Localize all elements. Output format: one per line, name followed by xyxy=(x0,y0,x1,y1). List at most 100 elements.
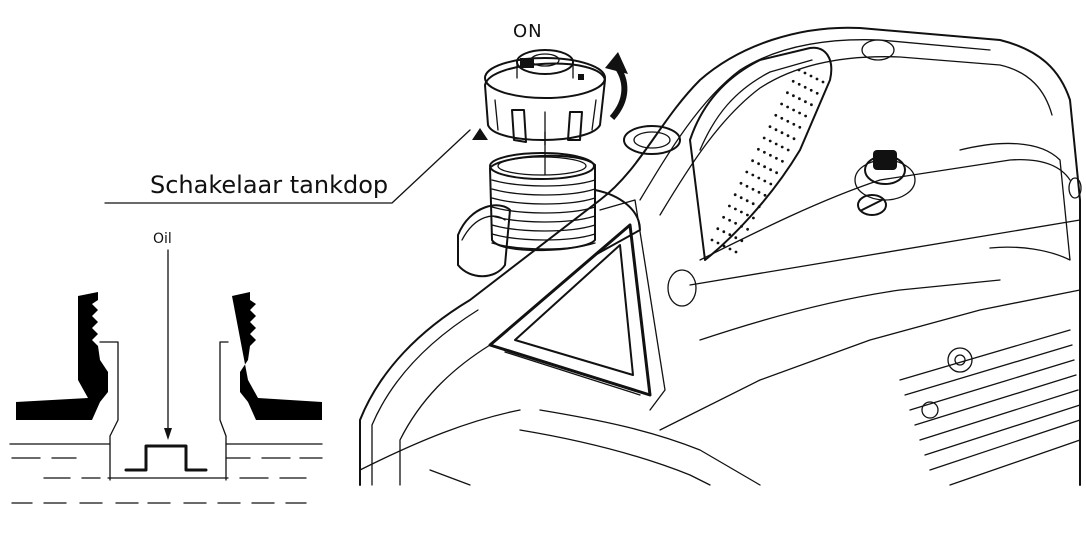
grip-dot xyxy=(804,100,807,104)
oil-cross-section: Oil xyxy=(9,231,323,504)
grip-dot xyxy=(786,105,789,109)
grip-dot xyxy=(804,114,807,118)
fuel-filler-neck xyxy=(457,125,681,278)
grip-dot xyxy=(780,102,783,106)
grip-dot xyxy=(757,205,761,209)
grip-dot xyxy=(763,165,766,169)
grip-dot xyxy=(740,239,744,243)
grip-dot xyxy=(768,139,772,143)
grip-dot xyxy=(733,193,737,197)
position-marker-icon xyxy=(472,128,488,140)
grip-dot xyxy=(757,176,761,180)
grip-dot xyxy=(781,159,784,163)
grip-dot xyxy=(768,125,772,129)
grip-dot xyxy=(798,97,801,101)
grip-dot xyxy=(745,170,749,174)
grip-dot xyxy=(769,153,772,157)
grip-dot xyxy=(751,187,755,191)
right-wall xyxy=(232,292,322,420)
grip-dot xyxy=(797,68,801,72)
grip-dot xyxy=(780,116,784,120)
grip-dot xyxy=(734,236,738,240)
screw-head xyxy=(857,194,887,216)
grip-dot xyxy=(809,74,813,78)
cooling-fins xyxy=(899,329,1081,486)
grip-dot xyxy=(740,224,743,228)
grip-dot xyxy=(792,108,795,112)
grip-dot xyxy=(786,148,790,152)
switch-label: Schakelaar tankdop xyxy=(150,171,388,199)
left-wall xyxy=(16,292,108,420)
on-label: ON xyxy=(513,21,543,42)
grip-dot xyxy=(751,202,755,206)
grip-dot xyxy=(757,162,760,166)
grip-dot xyxy=(751,159,754,163)
grip-dot xyxy=(722,215,725,219)
grip-dot xyxy=(769,182,773,186)
grip-dot xyxy=(746,213,749,217)
grip-dot xyxy=(797,82,801,86)
grip-dot xyxy=(786,119,790,123)
level-gauge xyxy=(124,444,208,472)
filler-threads xyxy=(491,179,596,250)
grip-dot xyxy=(774,113,778,117)
rotation-arrow-icon xyxy=(605,52,628,120)
grip-dot xyxy=(757,147,760,151)
oil-label: Oil xyxy=(153,231,172,247)
thread-ring xyxy=(491,215,596,223)
grip-dot xyxy=(739,181,743,185)
grip-dot xyxy=(728,218,731,222)
grip-dot xyxy=(780,145,784,149)
thread-ring xyxy=(491,197,596,205)
generator-housing xyxy=(359,26,1082,486)
oil-level-dashes xyxy=(11,457,323,504)
grip-dot xyxy=(757,190,761,194)
grip-dot xyxy=(786,134,790,138)
grip-dot xyxy=(792,122,796,126)
grip-dot xyxy=(710,238,714,242)
grip-dot xyxy=(763,193,767,197)
grip-dot xyxy=(775,171,778,175)
control-knob xyxy=(854,150,916,201)
thread-ring xyxy=(491,206,596,214)
access-panel xyxy=(488,199,666,411)
grip-dot xyxy=(763,179,767,183)
grip-dot xyxy=(798,111,801,115)
grip-dots xyxy=(710,68,825,254)
grip-dot xyxy=(739,196,743,200)
carry-handle xyxy=(689,46,833,261)
grip-dot xyxy=(798,125,802,129)
grip-dot xyxy=(792,137,796,141)
grip-dot xyxy=(815,91,819,95)
grip-dot xyxy=(815,77,819,81)
grip-dot xyxy=(774,128,778,132)
grip-dot xyxy=(810,103,813,107)
grip-dot xyxy=(751,173,755,177)
grip-dot xyxy=(734,221,737,225)
grip-dot xyxy=(745,184,749,188)
grip-dot xyxy=(769,168,772,172)
grip-dot xyxy=(728,247,732,251)
grip-dot xyxy=(728,204,731,208)
switch-callout: Schakelaar tankdop xyxy=(104,129,471,204)
grip-dot xyxy=(792,94,795,98)
fuel-cap xyxy=(484,49,606,146)
grip-dot xyxy=(809,88,813,92)
grip-dot xyxy=(752,216,755,220)
thread-ring xyxy=(491,242,596,250)
grip-dot xyxy=(780,131,784,135)
grip-dot xyxy=(728,233,732,237)
grip-dot xyxy=(734,207,737,211)
grip-dot xyxy=(716,227,720,231)
thread-ring xyxy=(491,233,596,241)
grip-dot xyxy=(762,136,766,140)
thread-ring xyxy=(491,188,596,196)
grip-dot xyxy=(803,71,807,75)
grip-dot xyxy=(740,210,743,214)
grip-dot xyxy=(722,230,726,234)
thread-ring xyxy=(491,179,596,187)
grip-dot xyxy=(791,79,795,83)
grip-dot xyxy=(745,199,749,203)
grip-dot xyxy=(746,227,749,231)
